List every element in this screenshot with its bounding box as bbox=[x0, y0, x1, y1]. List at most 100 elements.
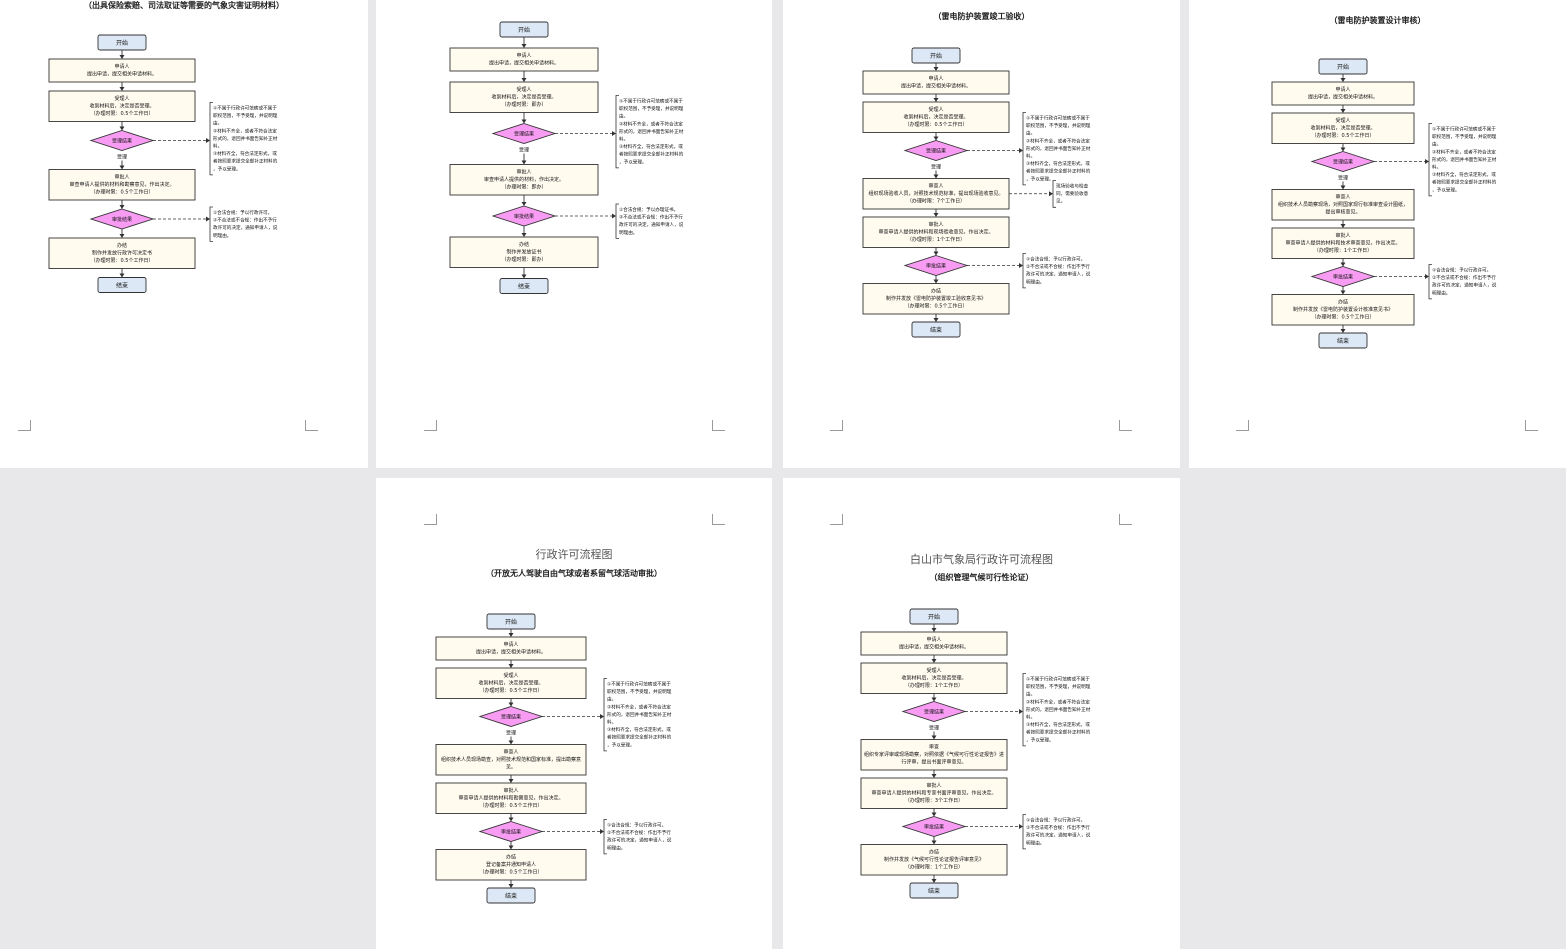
review-step-text: 审查申请人提供的材料和技术审查意见，作出决定。 bbox=[1285, 240, 1400, 247]
accept-step-text: 收到材料后，决定是否受理。 bbox=[901, 675, 966, 682]
accept-step-text: 收到材料后，决定是否受理。 bbox=[491, 94, 556, 101]
review-decision-label: 审批结果 bbox=[926, 263, 946, 270]
survey-step-box bbox=[1271, 189, 1415, 221]
apply-step-text: 提出申请，提交相关申请材料。 bbox=[899, 644, 969, 651]
review-step-box bbox=[1271, 227, 1415, 259]
handle-step-text: （办理时限：0.5个工作日） bbox=[480, 869, 543, 876]
flowchart: 开始申请人提出申请，提交相关申请材料。受理人收到材料后，决定是否受理。（办理时限… bbox=[48, 34, 278, 293]
accept-rules-note-bracket bbox=[1428, 123, 1432, 197]
arrow-head bbox=[119, 273, 125, 278]
accept-step-text: （办理时限：0.5个工作日） bbox=[905, 121, 968, 128]
accept-decision-label: 受理结果 bbox=[926, 148, 946, 155]
review-rules-note-bracket bbox=[209, 206, 213, 242]
arrow-head bbox=[119, 165, 125, 170]
review-rules-note-text: ①合法合规：予以行政许可。 bbox=[1026, 817, 1085, 824]
document-page-2: 开始申请人提出申请，提交相关申请材料。受理人收到材料后，决定是否受理。（办理时限… bbox=[376, 0, 772, 468]
review-rules-note-text: 政许可的决定，通知申请人，说 bbox=[1026, 832, 1091, 839]
handle-step-text: （办理时限：0.5个工作日） bbox=[1312, 314, 1375, 321]
accept-rules-note-text: 职权范围，不予受理，并说明理 bbox=[1026, 683, 1091, 690]
review-step-text: （办理时限：0.5个工作日） bbox=[91, 189, 154, 196]
arrow-head bbox=[521, 119, 527, 124]
accept-step-text: （办理时限：0.5个工作日） bbox=[1312, 132, 1375, 139]
crop-mark bbox=[305, 420, 318, 431]
arrow-head bbox=[1340, 109, 1346, 113]
apply-step-text: 申请人 bbox=[516, 52, 531, 59]
review-rules-note-text: ①合法合规：予以行政许可。 bbox=[1432, 267, 1491, 274]
arrow-head bbox=[933, 136, 939, 141]
flowchart: 开始申请人提出申请，提交相关申请材料。受理人收到材料后，决定是否受理。（办理时限… bbox=[1271, 58, 1497, 349]
accept-rules-note-text: 职权范围，不予受理，并说明理 bbox=[619, 105, 684, 112]
arrow-head bbox=[612, 213, 616, 219]
accept-decision-shape bbox=[478, 706, 544, 727]
review-step-text: 审查申请人提供的材料，作出决定。 bbox=[484, 176, 564, 183]
accept-rules-note-text: 者按照要求提交全部补正材料的 bbox=[213, 158, 278, 165]
accept-decision-label: 受理结果 bbox=[501, 714, 521, 721]
accept-rules-note-text: 职权范围，不予受理，并说明理 bbox=[213, 112, 278, 119]
review-step-text: （办理时限：即办） bbox=[501, 184, 546, 191]
survey-note-bracket bbox=[1052, 180, 1056, 208]
start-node-label: 开始 bbox=[928, 613, 940, 621]
crop-mark bbox=[712, 514, 725, 525]
end-node-box bbox=[499, 278, 549, 294]
accept-rules-note-text: ，予以受理。 bbox=[1026, 175, 1054, 182]
arrow-head bbox=[508, 664, 514, 668]
accept-rules-note-text: ③材料齐全，符合法定形式，或 bbox=[1026, 160, 1090, 167]
handle-step-text: 办结 bbox=[506, 854, 516, 861]
apply-step-text: 申请人 bbox=[1335, 86, 1350, 93]
accept-step-text: 收到材料后，决定是否受理。 bbox=[903, 114, 968, 121]
arrow-head bbox=[1340, 262, 1346, 267]
survey-step-text: 审查 bbox=[929, 744, 939, 751]
crop-mark bbox=[18, 420, 31, 431]
end-node-box bbox=[486, 887, 536, 904]
review-step-text: 审批人 bbox=[926, 782, 941, 789]
review-rules-note-text: ②不合法或不合规：作出不予行 bbox=[619, 214, 683, 221]
accept-decision-shape bbox=[491, 123, 557, 144]
accept-rules-note-text: 料。 bbox=[619, 136, 628, 143]
arrow-head bbox=[600, 829, 604, 834]
handle-step-text: （办理时限：即办） bbox=[501, 256, 546, 263]
end-node-label: 结束 bbox=[518, 283, 530, 291]
handle-step-text: 办结 bbox=[1338, 299, 1348, 306]
review-step-text: （办理时限：1个工作日） bbox=[907, 236, 965, 243]
document-page-3: （雷电防护装置竣工验收） 开始申请人提出申请，提交相关申请材料。受理人收到材料后… bbox=[783, 0, 1180, 468]
accept-step-text: （办理时限：1个工作日） bbox=[905, 682, 963, 689]
survey-note-text: 见。 bbox=[1056, 199, 1065, 205]
review-rules-note-text: 明理由。 bbox=[1026, 278, 1044, 285]
review-step-box bbox=[860, 777, 1008, 809]
review-step-text: 审批人 bbox=[114, 174, 129, 181]
page-title: 白山市气象局行政许可流程图 bbox=[910, 553, 1053, 566]
accept-rules-note-text: ①不属于行政许可范畴或不属于 bbox=[619, 98, 683, 105]
crop-mark bbox=[712, 420, 725, 431]
review-rules-note-text: 政许可的决定，通知申请人，说 bbox=[619, 221, 684, 228]
handle-step-text: （办理时限：0.5个工作日） bbox=[91, 257, 154, 264]
accept-decision-shape bbox=[903, 140, 969, 161]
arrow-head bbox=[508, 633, 514, 637]
accept-step-text: 受理人 bbox=[114, 95, 129, 102]
accept-rules-note-bracket bbox=[1022, 112, 1026, 186]
review-step-text: 审查申请人提供的材料和现场验收意见，作出决定。 bbox=[878, 229, 993, 236]
handle-step-text: （办理时限：0.5个工作日） bbox=[905, 303, 968, 310]
accept-rules-note-text: 料。 bbox=[1026, 714, 1035, 721]
page-subtitle: （雷电防护装置竣工验收） bbox=[933, 12, 1030, 21]
arrow-head bbox=[1340, 224, 1346, 228]
arrow-head bbox=[1340, 147, 1346, 152]
document-page-5: 行政许可流程图 （开放无人驾驶自由气球或者系留气球活动审批） 开始申请人提出申请… bbox=[376, 478, 772, 949]
arrow-head bbox=[612, 131, 616, 136]
handle-step-text: 制作并发放《雷电防护装置竣工验收意见书》 bbox=[886, 295, 986, 302]
review-step-text: 审批人 bbox=[928, 221, 943, 228]
apply-step-text: 提出申请，提交相关申请材料。 bbox=[476, 649, 546, 656]
start-node-label: 开始 bbox=[518, 26, 530, 34]
survey-step-box bbox=[860, 739, 1008, 771]
arrow-head bbox=[1340, 290, 1346, 295]
review-rules-note-text: ②不合法或不合规：作出不予行 bbox=[1026, 263, 1090, 270]
arrow-head bbox=[1340, 185, 1346, 190]
accept-rules-note-text: 料。 bbox=[607, 719, 616, 726]
handle-step-text: 登记备案并通知申请人 bbox=[486, 861, 536, 868]
review-decision-label: 审批结果 bbox=[501, 829, 521, 836]
review-step-text: （办理时限：1个工作日） bbox=[1314, 247, 1372, 254]
review-decision-label: 审批结果 bbox=[112, 216, 132, 223]
apply-step-text: 提出申请，提交相关申请材料。 bbox=[87, 71, 157, 78]
handle-step-box bbox=[862, 283, 1010, 315]
accept-rules-note-text: ，予以受理。 bbox=[1432, 186, 1460, 193]
accept-rules-note-text: ③材料齐全，符合法定形式，或 bbox=[607, 726, 671, 733]
